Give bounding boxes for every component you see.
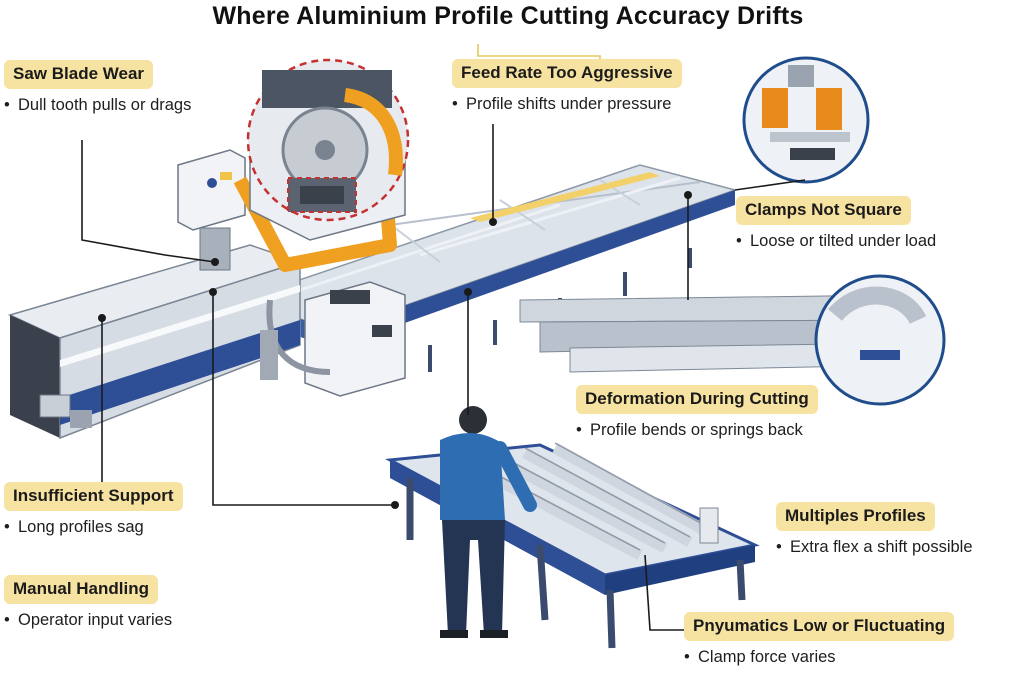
leader-lines bbox=[81, 44, 806, 631]
callout-detail: •Profile bends or springs back bbox=[576, 421, 803, 439]
callout-detail: •Loose or tilted under load bbox=[736, 232, 937, 250]
callout-manual-handling: Manual Handling •Operator input varies bbox=[4, 575, 172, 630]
callout-multiples: Multiples Profiles •Extra flex a shift p… bbox=[776, 502, 973, 557]
callout-detail: •Operator input varies bbox=[4, 611, 173, 629]
callout-clamps: Clamps Not Square •Loose or tilted under… bbox=[736, 196, 936, 251]
saw-blade-inset bbox=[246, 58, 410, 222]
operator-figure bbox=[440, 406, 537, 638]
callout-saw-blade-wear: Saw Blade Wear •Dull tooth pulls or drag… bbox=[4, 60, 191, 115]
callout-pneumatics: Pnyumatics Low or Fluctuating •Clamp for… bbox=[684, 612, 955, 667]
callout-label: Clamps Not Square bbox=[736, 196, 911, 225]
clamp-inset bbox=[742, 56, 870, 184]
callout-label: Manual Handling bbox=[4, 575, 158, 604]
callout-label: Deformation During Cutting bbox=[576, 385, 818, 414]
callout-feed-rate: Feed Rate Too Aggressive •Profile shifts… bbox=[452, 59, 682, 114]
page-title: Where Aluminium Profile Cutting Accuracy… bbox=[212, 2, 804, 30]
profiles-deformation-inset bbox=[519, 274, 946, 406]
callout-detail: •Extra flex a shift possible bbox=[776, 538, 973, 556]
callout-label: Insufficient Support bbox=[4, 482, 183, 511]
callout-label: Multiples Profiles bbox=[776, 502, 935, 531]
callout-detail: •Clamp force varies bbox=[684, 648, 836, 666]
callout-insufficient-support: Insufficient Support •Long profiles sag bbox=[4, 482, 183, 537]
callout-label: Feed Rate Too Aggressive bbox=[452, 59, 682, 88]
callout-detail: •Dull tooth pulls or drags bbox=[4, 96, 192, 114]
callout-deformation: Deformation During Cutting •Profile bend… bbox=[576, 385, 818, 440]
leader-dots bbox=[98, 191, 692, 509]
callout-detail: •Profile shifts under pressure bbox=[452, 95, 672, 113]
callout-label: Saw Blade Wear bbox=[4, 60, 154, 89]
callout-detail: •Long profiles sag bbox=[4, 518, 144, 536]
callout-label: Pnyumatics Low or Fluctuating bbox=[684, 612, 955, 641]
